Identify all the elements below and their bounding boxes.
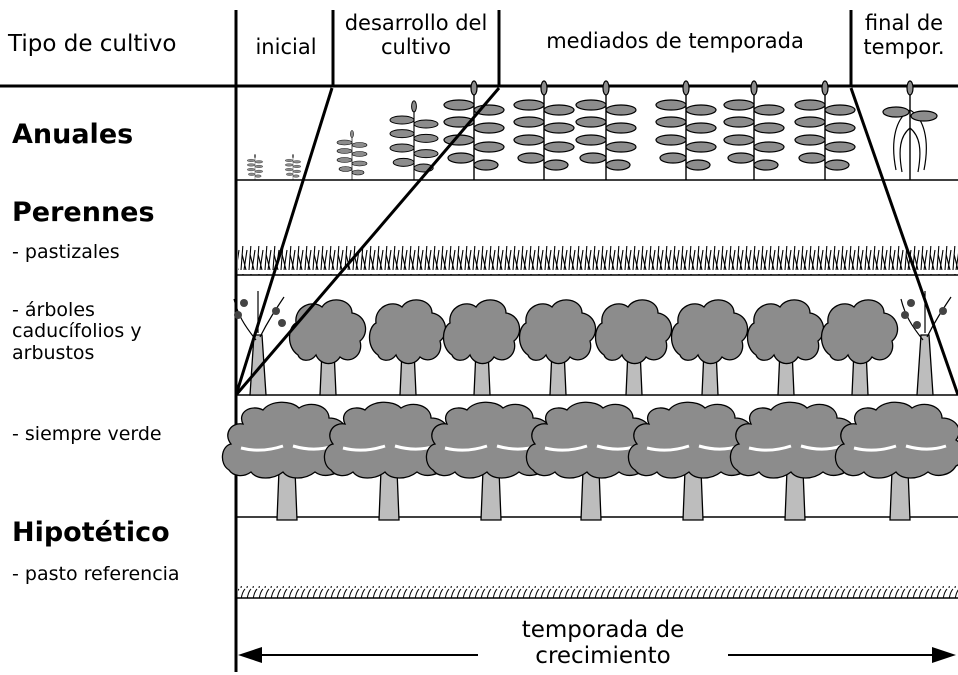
grassland-strip <box>238 246 958 275</box>
stage-mid-label: mediados de temporada <box>546 29 804 53</box>
deciduous-trees <box>233 291 952 396</box>
season-arrowhead-right <box>932 647 956 663</box>
hypothetical-label: Hipotético <box>12 517 170 548</box>
initial-boundary-line <box>234 87 334 396</box>
stage-development-label: desarrollo del cultivo <box>344 11 488 59</box>
senescent-annual <box>882 80 938 180</box>
bare-tree-right <box>900 291 952 396</box>
grassland-label: - pastizales <box>12 241 120 263</box>
reference-grass-strip <box>238 586 958 598</box>
reference-grass-label: - pasto referencia <box>12 563 180 585</box>
late-boundary-line <box>849 87 958 396</box>
evergreen-trees <box>220 400 958 522</box>
growing-season-label: temporada de crecimiento <box>521 617 685 669</box>
bare-tree-left <box>233 291 286 396</box>
season-arrowhead-left <box>238 647 262 663</box>
development-boundary-line <box>234 87 501 396</box>
perennial-crops-label: Perennes <box>12 197 155 228</box>
annual-crops <box>247 80 938 181</box>
evergreen-label: - siempre verde <box>12 423 162 445</box>
annual-crops-label: Anuales <box>12 119 134 150</box>
stage-initial-label: inicial <box>255 35 317 59</box>
crop-type-header: Tipo de cultivo <box>8 31 177 57</box>
deciduous-label: - árboles caducífolios y arbustos <box>12 299 142 364</box>
stage-late-label: final de tempor. <box>863 11 945 59</box>
